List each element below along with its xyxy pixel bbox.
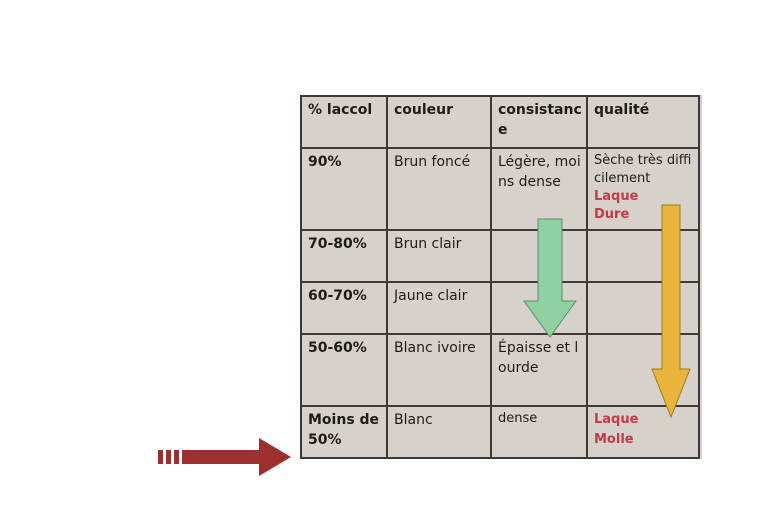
couleur-cell: Brun foncé	[386, 147, 492, 231]
arrow-stripe	[174, 450, 179, 464]
arrow-right-icon	[158, 438, 291, 476]
header-row: % laccol couleur consistance qualité	[300, 95, 700, 149]
consistance-cell	[490, 281, 588, 335]
header-cell: % laccol	[300, 95, 388, 149]
table-row: 60-70% Jaune clair	[300, 281, 700, 335]
qualite-red-text: Laque	[594, 189, 639, 204]
pct-cell: Moins de 50%	[300, 405, 388, 459]
qualite-cell	[586, 333, 700, 407]
header-cell: consistance	[490, 95, 588, 149]
arrow-stripe	[158, 450, 163, 464]
qualite-cell: Laque Molle	[586, 405, 700, 459]
qualite-cell	[586, 281, 700, 335]
pct-cell: 50-60%	[300, 333, 388, 407]
qualite-red-text: Dure	[594, 207, 630, 222]
couleur-cell: Blanc	[386, 405, 492, 459]
table-row: 70-80% Brun clair	[300, 229, 700, 283]
consistance-cell: Légère, moins dense	[490, 147, 588, 231]
header-cell: qualité	[586, 95, 700, 149]
qualite-cell	[586, 229, 700, 283]
laccol-table: % laccol couleur consistance qualité 90%…	[300, 95, 700, 459]
table-row: 50-60% Blanc ivoire Épaisse et lourde	[300, 333, 700, 407]
arrow-stripe	[166, 450, 171, 464]
arrow-body	[182, 438, 291, 476]
qualite-red-text: Laque	[594, 412, 639, 427]
table-row: 90% Brun foncé Légère, moins dense Sèche…	[300, 147, 700, 231]
qualite-red-text: Molle	[594, 432, 634, 447]
pct-cell: 70-80%	[300, 229, 388, 283]
couleur-cell: Brun clair	[386, 229, 492, 283]
qualite-text: Sèche très difficilement	[594, 153, 692, 186]
pct-cell: 60-70%	[300, 281, 388, 335]
header-cell: couleur	[386, 95, 492, 149]
couleur-cell: Blanc ivoire	[386, 333, 492, 407]
consistance-cell	[490, 229, 588, 283]
qualite-cell: Sèche très difficilement Laque Dure	[586, 147, 700, 231]
consistance-cell: Épaisse et lourde	[490, 333, 588, 407]
pct-cell: 90%	[300, 147, 388, 231]
photographed-table: % laccol couleur consistance qualité 90%…	[300, 95, 702, 459]
consistance-cell: dense	[490, 405, 588, 459]
couleur-cell: Jaune clair	[386, 281, 492, 335]
table-row: Moins de 50% Blanc dense Laque Molle	[300, 405, 700, 459]
